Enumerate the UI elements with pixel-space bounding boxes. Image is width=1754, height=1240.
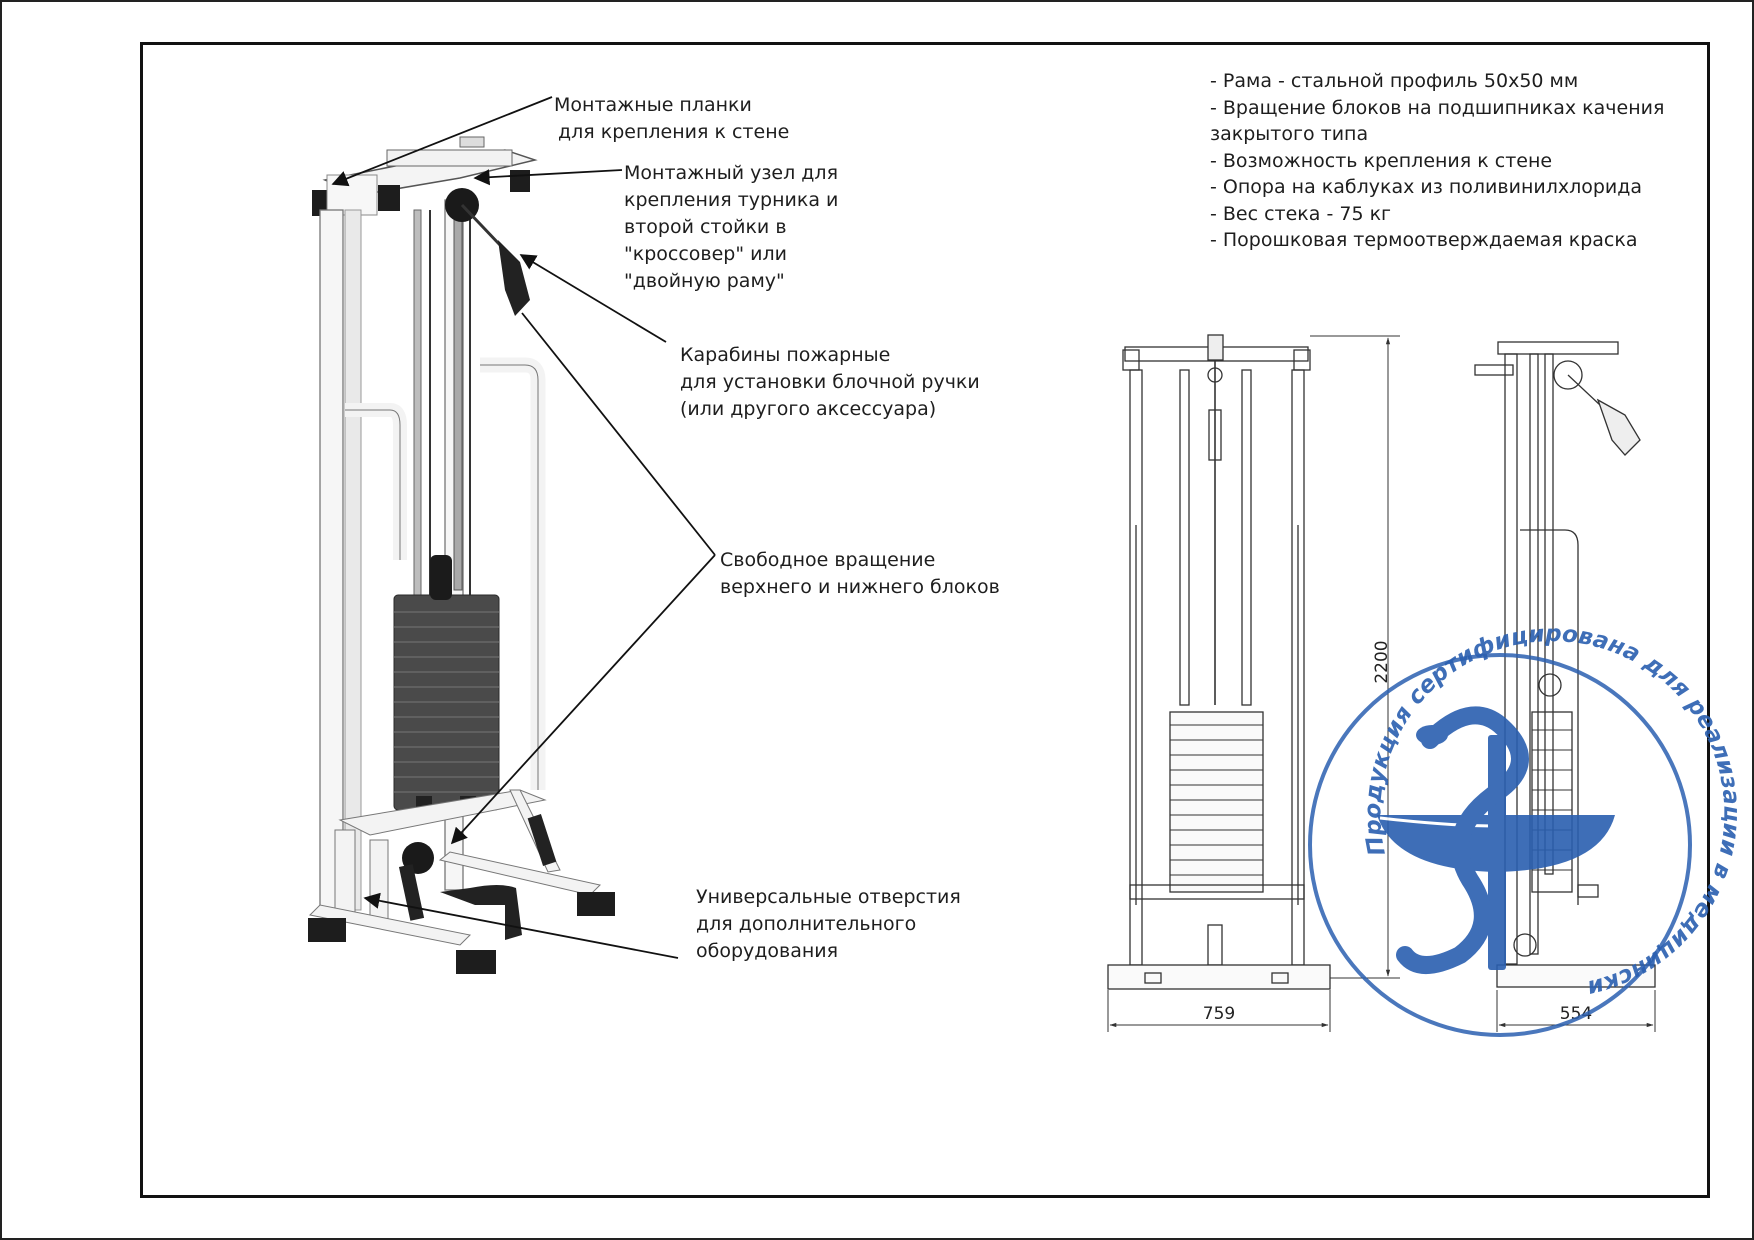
spec-item: - Вес стека - 75 кг — [1210, 202, 1392, 225]
callout-line: Карабины пожарные — [680, 344, 891, 366]
callout-line: верхнего и нижнего блоков — [720, 576, 1000, 598]
callout-line: Монтажный узел для — [624, 162, 839, 184]
weight-stack — [393, 555, 500, 811]
drawing-frame — [140, 42, 1710, 1198]
spec-item: закрытого типа — [1210, 123, 1369, 145]
callout-line: для крепления к стене — [558, 121, 790, 143]
spec-item: - Вращение блоков на подшипниках качения — [1210, 96, 1665, 119]
spec-item: - Рама - стальной профиль 50х50 мм — [1210, 70, 1579, 92]
spec-item: - Порошковая термоотверждаемая краска — [1210, 229, 1638, 251]
leader-lines — [331, 96, 716, 959]
callout-line: крепления турника и — [624, 189, 839, 211]
callout-mount-node: Монтажный узел для крепления турника и в… — [624, 160, 838, 295]
spec-list: - Рама - стальной профиль 50х50 мм - Вра… — [1210, 68, 1664, 254]
callout-line: для дополнительного — [696, 913, 917, 935]
dimension-width: 759 — [1203, 1004, 1235, 1024]
spec-item: - Опора на каблуках из поливинилхлорида — [1210, 176, 1643, 198]
callout-line: оборудования — [696, 940, 839, 962]
callout-line: для установки блочной ручки — [680, 371, 980, 393]
dimension-depth: 554 — [1560, 1004, 1592, 1024]
callout-line: Свободное вращение — [720, 549, 936, 571]
callout-line: "кроссовер" или — [624, 243, 787, 265]
callout-line: "двойную раму" — [624, 270, 785, 292]
callout-rotation: Свободное вращение верхнего и нижнего бл… — [720, 547, 1000, 601]
front-view-drawing — [1107, 334, 1331, 990]
dimension-lines — [1107, 335, 1656, 1032]
machine-illustration — [308, 136, 615, 974]
callout-mount-plates: Монтажные планки для крепления к стене — [554, 92, 789, 146]
callout-holes: Универсальные отверстия для дополнительн… — [696, 884, 961, 965]
callout-line: Монтажные планки — [554, 94, 752, 116]
callout-carabiners: Карабины пожарные для установки блочной … — [680, 342, 980, 423]
callout-line: (или другого аксессуара) — [680, 398, 937, 420]
side-view-drawing — [1474, 341, 1656, 988]
spec-item: - Возможность крепления к стене — [1210, 149, 1553, 172]
callout-line: второй стойки в — [624, 216, 787, 238]
dimension-height: 2200 — [1372, 640, 1392, 683]
callout-line: Универсальные отверстия — [696, 886, 961, 908]
rod-of-asclepius-icon — [1377, 706, 1615, 974]
